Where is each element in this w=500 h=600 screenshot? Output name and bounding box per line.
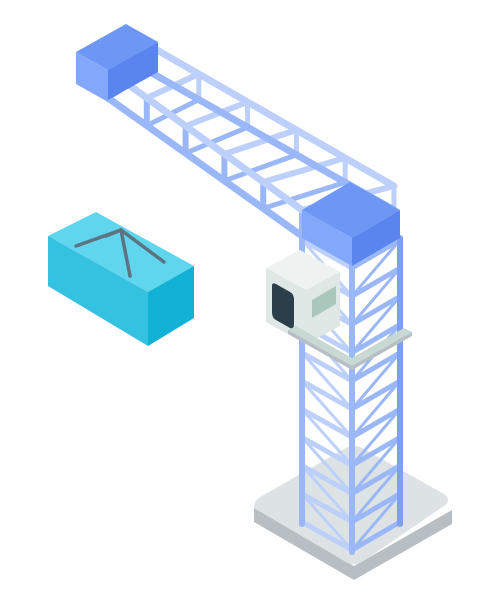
jib-cross-bottom [260,179,348,211]
tower-brace [300,407,354,467]
tower-rung [349,265,403,299]
jib-cross-top [221,127,300,157]
tower-brace [300,492,354,552]
tower-rung [349,378,403,412]
cabin-top [266,250,340,290]
tower-rung [349,519,403,553]
tower-rung [299,463,355,497]
cabin-glass [312,286,336,318]
tower-brace [350,266,402,326]
jib-cross-bottom [183,124,251,156]
tower-rung [349,350,403,384]
platform-deck [288,326,412,366]
jib-cross-bottom [221,152,299,184]
tower-rung [349,237,403,271]
tower-brace [300,379,354,439]
jib-chord [146,42,398,190]
jib-counterweight-block [76,24,158,102]
cargo-container [48,212,194,346]
tower-rung [349,491,403,525]
sling-front-4 [104,228,123,238]
operator-cabin [266,250,340,344]
tower-head-block [302,182,400,266]
jib-chord [104,66,306,214]
jib-tip-top [76,24,158,70]
cargo-right [148,266,194,346]
jib-cross-top [182,99,251,129]
cargo-top [48,212,194,292]
tower-brace [300,464,354,524]
tower-rung [299,237,355,271]
tower-brace [350,238,402,298]
cabin-window [272,283,294,329]
jib-chord [104,94,306,240]
tower-brace [350,464,402,524]
cargo-left [48,236,148,346]
tower-rung [299,378,355,412]
tower-rung [299,519,355,553]
jib-tip-left [76,52,108,102]
tower-rung [349,322,403,356]
sling-front-3 [119,228,132,278]
tower-rung [349,463,403,497]
tower-rung [299,434,355,468]
tower-rung [349,434,403,468]
tower-brace [300,435,354,496]
tower-brace [300,351,354,411]
hook-slings-front [74,228,166,278]
tower-head-right [352,210,400,266]
tower-head-top [302,182,400,238]
tower-rung [299,350,355,384]
base-side [254,508,452,580]
tower-platform [288,326,412,370]
tower-brace [350,379,402,439]
sling-front-2 [119,228,166,264]
tower-rung [349,293,403,327]
tower-head-left [302,210,352,266]
jib-cross-top [260,155,349,185]
jib-tip-right [108,42,158,100]
tower-rung [299,491,355,525]
tower-rung [299,406,355,440]
tower-brace [350,492,402,552]
tower-brace [350,351,402,411]
platform-edge [288,330,412,370]
tower-brace [350,407,402,467]
tower-brace [350,435,402,496]
tower-rung [349,406,403,440]
tower-brace [350,294,402,355]
